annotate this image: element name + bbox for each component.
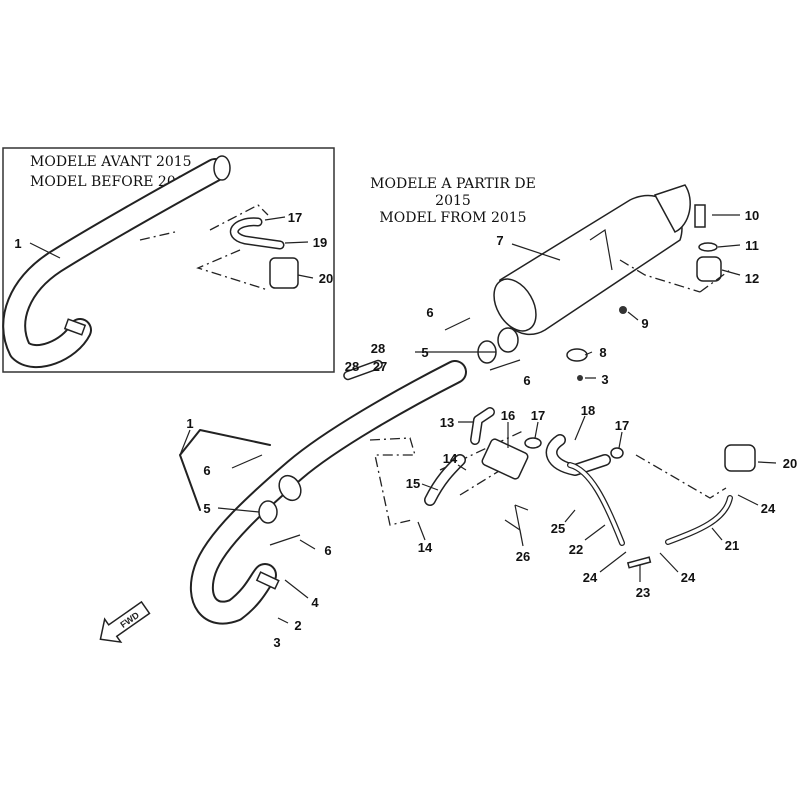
callout: 24 — [761, 501, 776, 516]
inset-title-en: MODEL BEFORE 2015 — [30, 174, 194, 190]
callout: 6 — [523, 373, 530, 388]
callout: 14 — [418, 540, 433, 555]
callout: 19 — [313, 235, 327, 250]
callout: 12 — [745, 271, 759, 286]
nut-9 — [619, 306, 627, 314]
part-20 — [724, 444, 756, 472]
callout: 6 — [324, 543, 331, 558]
bolt-10 — [694, 204, 706, 228]
inset-frame — [2, 147, 335, 373]
callout: 1 — [14, 236, 21, 251]
callout: 8 — [599, 345, 606, 360]
callout: 2 — [294, 618, 301, 633]
callout: 11 — [745, 238, 759, 253]
gasket-5 — [258, 500, 278, 524]
forward-arrow-icon: FWD — [99, 600, 151, 644]
callout: 21 — [725, 538, 739, 553]
main-title-fr: MODELE A PARTIR DE — [370, 176, 536, 192]
damper-8 — [566, 348, 588, 362]
washer-11 — [698, 242, 718, 252]
callout: 28 — [345, 359, 359, 374]
callout: 26 — [516, 549, 530, 564]
callout: 3 — [601, 372, 608, 387]
callout: 17 — [531, 408, 545, 423]
inset-dash — [196, 204, 269, 291]
header-pipe — [189, 360, 467, 625]
callout: 6 — [203, 463, 210, 478]
callout: 5 — [421, 345, 428, 360]
callout: 23 — [636, 585, 650, 600]
callout: 20 — [783, 456, 797, 471]
callout: 10 — [745, 208, 759, 223]
inset-title-fr: MODELE AVANT 2015 — [30, 154, 192, 170]
inset-header-pipe — [2, 155, 231, 369]
bracket-27 — [343, 359, 383, 381]
callout: 17 — [615, 418, 629, 433]
main-title-en: MODEL FROM 2015 — [379, 210, 526, 226]
callout: 25 — [551, 521, 565, 536]
callout: 16 — [501, 408, 515, 423]
muffler — [493, 184, 691, 353]
callout: 22 — [569, 542, 583, 557]
rubber-mount-12 — [696, 256, 722, 282]
callout: 28 — [371, 341, 385, 356]
callout: 15 — [406, 476, 420, 491]
callout: 17 — [288, 210, 302, 225]
callout: 4 — [311, 595, 319, 610]
callout: 18 — [581, 403, 595, 418]
main-title-year: 2015 — [435, 193, 471, 209]
callout: 9 — [641, 316, 648, 331]
callout: 24 — [583, 570, 598, 585]
callout: 13 — [440, 415, 454, 430]
callout: 14 — [443, 451, 458, 466]
callout: 3 — [273, 635, 280, 650]
callout: 6 — [426, 305, 433, 320]
callout: 20 — [319, 271, 333, 286]
valve-16 — [481, 438, 529, 480]
callout: 27 — [373, 359, 387, 374]
callout: 1 — [186, 416, 193, 431]
inset-part-20 — [269, 257, 299, 289]
callout: 7 — [496, 233, 503, 248]
callout: 24 — [681, 570, 696, 585]
callout: 5 — [203, 501, 210, 516]
